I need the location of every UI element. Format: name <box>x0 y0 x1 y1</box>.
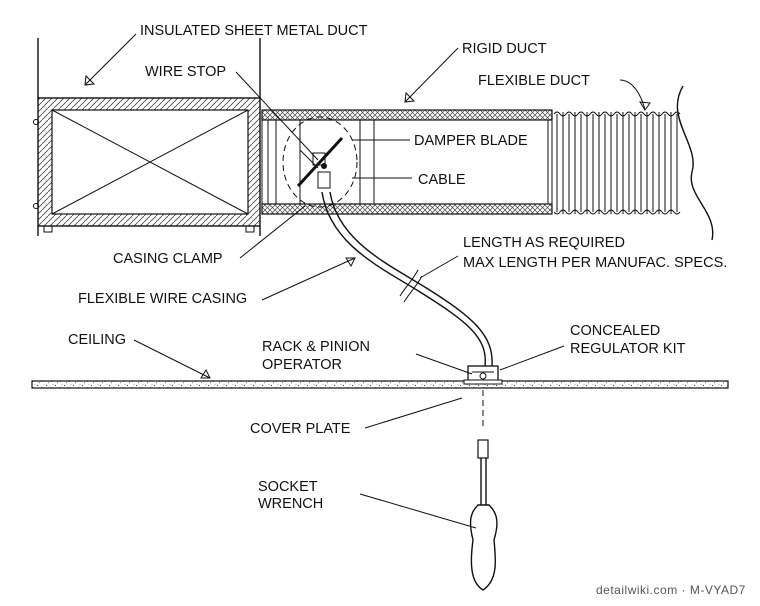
flexible-wire-casing-label: FLEXIBLE WIRE CASING <box>78 291 247 307</box>
socket-label-line1: SOCKET <box>258 479 318 495</box>
damper-assembly <box>282 116 358 208</box>
concealed-regulator-kit <box>463 365 503 430</box>
flexible-duct-label: FLEXIBLE DUCT <box>478 73 590 89</box>
flexible-wire-casing <box>321 191 493 367</box>
concealed-label-line1: CONCEALED <box>570 323 660 339</box>
rack-pinion-label-line1: RACK & PINION <box>262 339 370 355</box>
cover-plate-label: COVER PLATE <box>250 421 351 437</box>
damper-blade-label: DAMPER BLADE <box>414 133 528 149</box>
watermark: detailwiki.com · M-VYAD7 <box>596 583 746 597</box>
leader-lines <box>84 33 651 529</box>
ceiling <box>31 380 729 389</box>
rigid-duct-label: RIGID DUCT <box>462 41 547 57</box>
insulated-duct-label: INSULATED SHEET METAL DUCT <box>140 23 368 39</box>
cable-label: CABLE <box>418 172 466 188</box>
length-label-line2: MAX LENGTH PER MANUFAC. SPECS. <box>463 255 727 271</box>
insulated-sheet-metal-duct <box>33 38 261 236</box>
concealed-label-line2: REGULATOR KIT <box>570 341 686 357</box>
length-label-line1: LENGTH AS REQUIRED <box>463 235 625 251</box>
wire-stop-label: WIRE STOP <box>145 64 226 80</box>
ceiling-label: CEILING <box>68 332 126 348</box>
socket-label-line2: WRENCH <box>258 496 323 512</box>
casing-clamp-label: CASING CLAMP <box>113 251 223 267</box>
rigid-duct <box>261 109 553 215</box>
rack-pinion-label-line2: OPERATOR <box>262 357 342 373</box>
flexible-duct <box>553 85 714 241</box>
socket-wrench <box>469 439 498 591</box>
